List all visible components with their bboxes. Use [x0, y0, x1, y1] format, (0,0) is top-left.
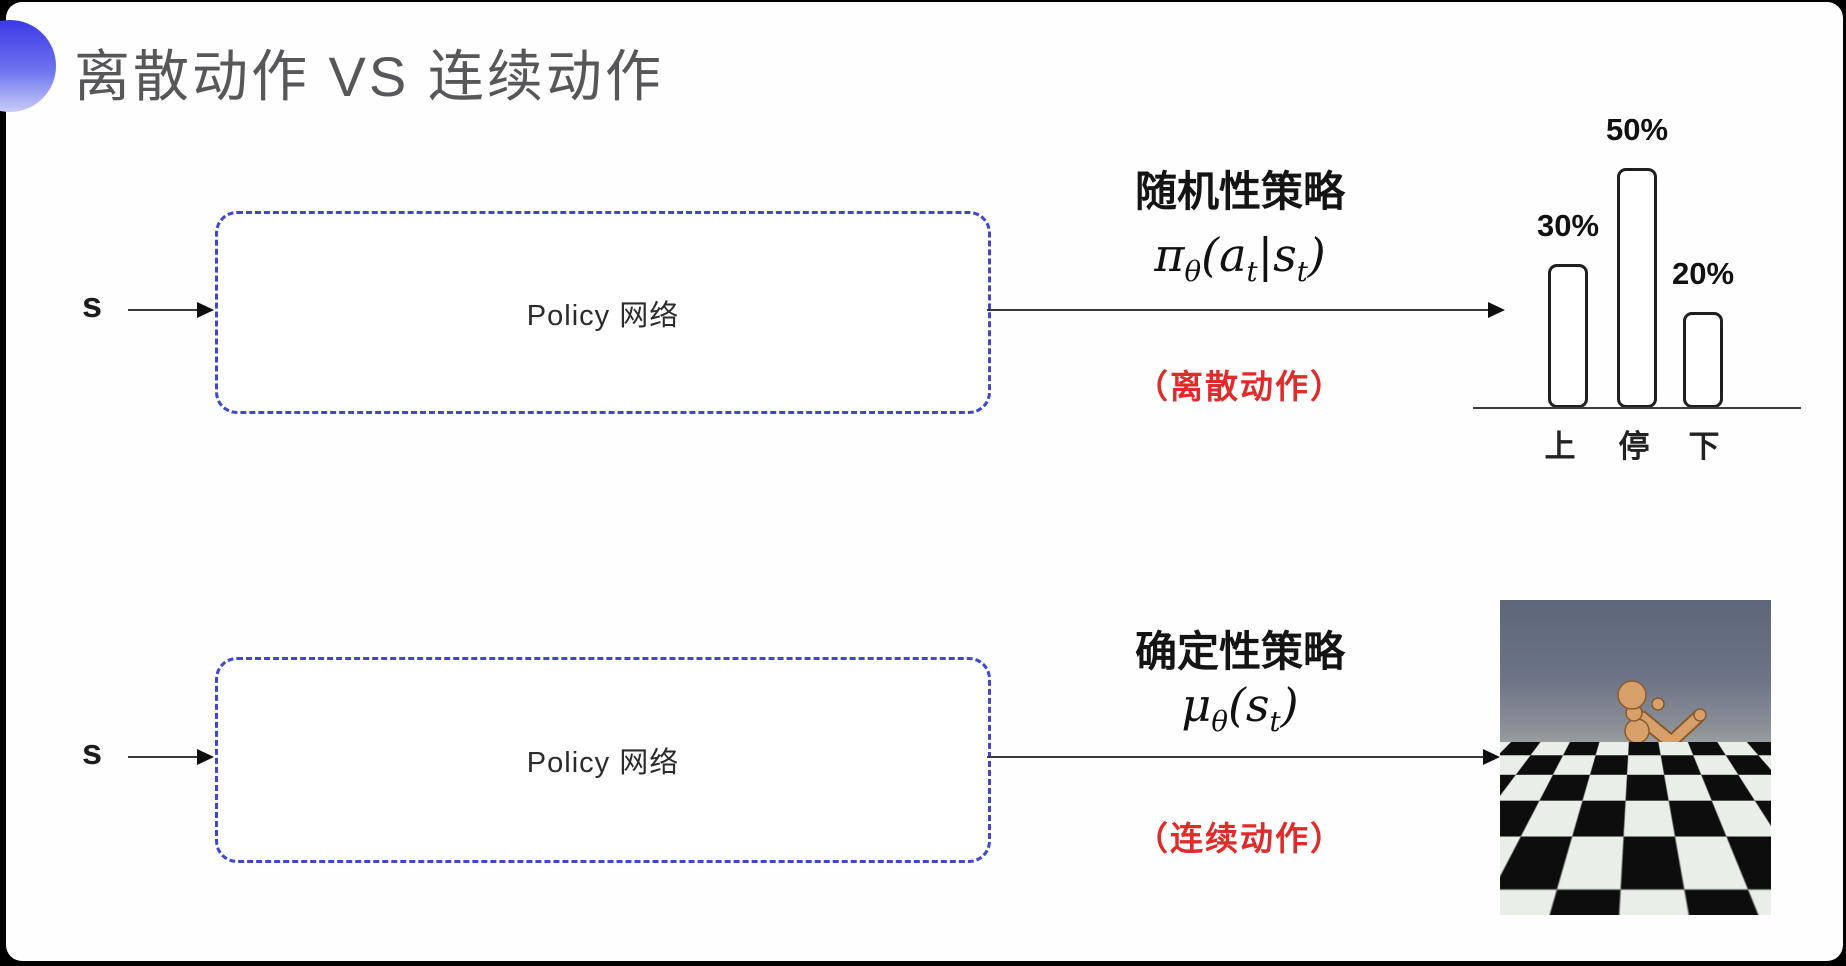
chart-baseline [1473, 407, 1801, 409]
humanoid-render-image [1500, 600, 1771, 915]
discrete-action-note: （离散动作） [1135, 368, 1345, 405]
bar-value-label-up: 30% [1536, 208, 1600, 243]
stochastic-policy-formula: πθ(at|st) [1154, 228, 1326, 289]
deterministic-policy-title: 确定性策略 [1134, 628, 1345, 675]
continuous-action-note: （连续动作） [1135, 820, 1345, 857]
bar-value-label-stop: 50% [1605, 112, 1669, 147]
state-input-label-bottom: s [81, 731, 103, 772]
chart-bar-stop [1617, 168, 1657, 408]
input-arrow-bottom [128, 749, 214, 765]
chart-bar-up [1548, 264, 1588, 408]
chart-bar-down [1683, 312, 1723, 408]
bar-category-up: 上 [1544, 429, 1576, 464]
floor-light-reflection [1530, 862, 1710, 915]
deterministic-policy-formula: μθ(st) [1181, 678, 1299, 739]
bar-category-down: 下 [1688, 429, 1720, 464]
policy-network-label-bottom: Policy 网络 [526, 747, 680, 779]
humanoid-figure [1567, 680, 1707, 861]
policy-network-label-top: Policy 网络 [526, 299, 680, 332]
bar-value-label-down: 20% [1671, 256, 1735, 291]
output-arrow-top [987, 302, 1505, 318]
output-arrow-bottom [987, 749, 1500, 765]
policy-network-box-bottom: Policy 网络 [215, 657, 991, 863]
bar-category-stop: 停 [1618, 429, 1650, 464]
policy-network-box-top: Policy 网络 [215, 211, 991, 414]
page-title: 离散动作 VS 连续动作 [74, 45, 664, 108]
input-arrow-top [128, 302, 214, 318]
stochastic-policy-title: 随机性策略 [1134, 168, 1345, 215]
state-input-label-top: s [81, 284, 103, 325]
title-bullet-circle-icon [0, 20, 56, 112]
